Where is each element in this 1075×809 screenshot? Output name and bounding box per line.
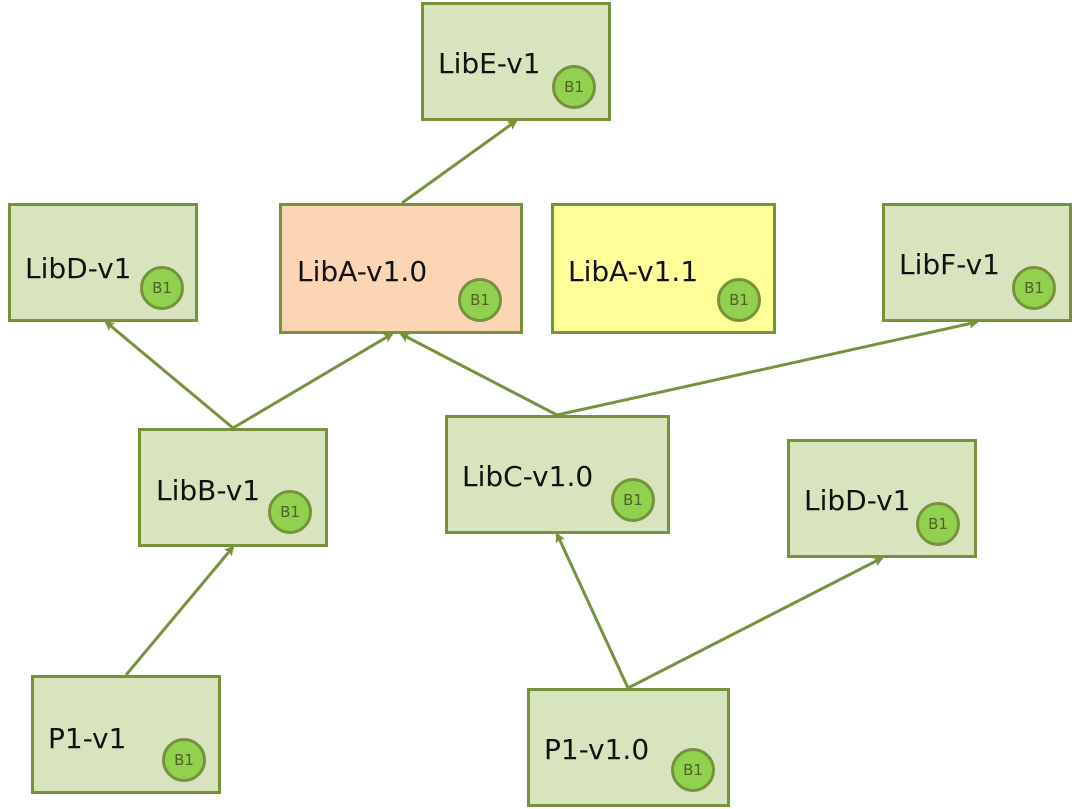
node-liba-v1-1: LibA-v1.1 B1 (551, 203, 776, 334)
node-label: LibA-v1.0 (297, 255, 428, 288)
edge-libb-to-liba10 (232, 332, 394, 430)
edge-libc-to-liba10 (399, 332, 558, 417)
build-badge: B1 (717, 278, 761, 322)
build-badge: B1 (552, 65, 596, 109)
node-p1-v1-0: P1-v1.0 B1 (527, 688, 730, 807)
node-p1-v1: P1-v1 B1 (31, 675, 221, 794)
node-label: LibE-v1 (438, 47, 541, 80)
edge-p1v10-to-libd2 (627, 556, 884, 690)
node-libd-v1-right: LibD-v1 B1 (787, 439, 977, 558)
node-libc-v1-0: LibC-v1.0 B1 (445, 415, 670, 534)
node-label: P1-v1 (48, 722, 127, 755)
node-liba-v1-0: LibA-v1.0 B1 (279, 203, 523, 334)
node-label: LibB-v1 (156, 474, 261, 507)
node-label: P1-v1.0 (544, 733, 650, 766)
build-badge: B1 (1012, 266, 1056, 310)
build-badge: B1 (162, 738, 206, 782)
build-badge: B1 (611, 478, 655, 522)
node-label: LibA-v1.1 (568, 255, 699, 288)
build-badge: B1 (140, 266, 184, 310)
node-label: LibD-v1 (804, 484, 911, 517)
node-label: LibD-v1 (25, 252, 132, 285)
build-badge: B1 (268, 490, 312, 534)
node-libe-v1: LibE-v1 B1 (421, 2, 611, 121)
edge-p1v1-to-libb (124, 545, 235, 676)
edge-libc-to-libf (556, 318, 979, 417)
node-libd-v1-left: LibD-v1 B1 (8, 203, 198, 322)
node-libb-v1: LibB-v1 B1 (138, 428, 328, 547)
build-badge: B1 (671, 748, 715, 792)
edge-libb-to-libd1 (104, 320, 234, 430)
node-label: LibF-v1 (899, 248, 1000, 281)
edge-p1v10-to-libc (555, 532, 630, 689)
node-libf-v1: LibF-v1 B1 (882, 203, 1072, 322)
edge-liba10-to-libe (401, 119, 518, 205)
build-badge: B1 (458, 278, 502, 322)
node-label: LibC-v1.0 (462, 460, 594, 493)
build-badge: B1 (916, 502, 960, 546)
